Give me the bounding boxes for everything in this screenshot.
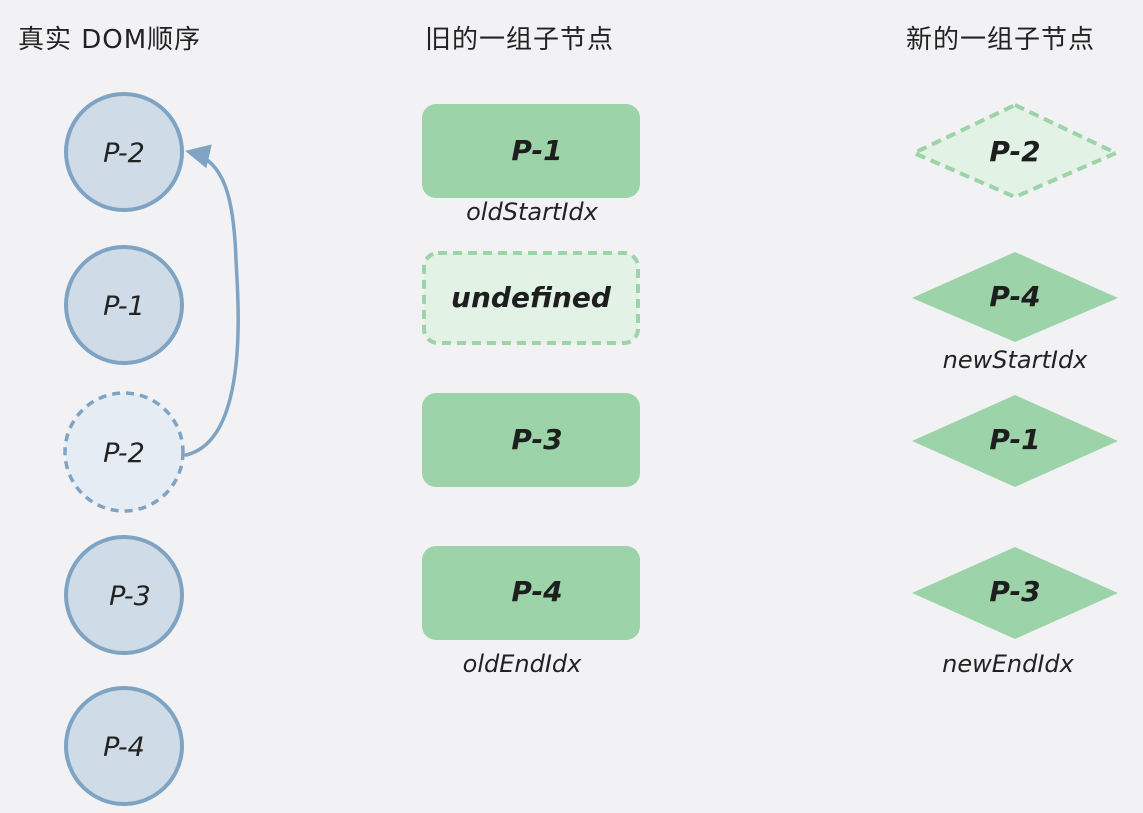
new-node-label: P-2: [989, 135, 1040, 168]
header-new-children: 新的一组子节点: [906, 25, 1095, 55]
real-dom-node-label: P-2: [103, 138, 145, 169]
old-node-label: P-3: [511, 423, 562, 456]
real-dom-node: P-1: [64, 245, 184, 365]
new-node-processed: P-2: [909, 102, 1121, 200]
new-node-label: P-1: [989, 423, 1040, 456]
new-start-idx-label: newStartIdx: [943, 346, 1089, 374]
old-node-empty: undefined: [422, 251, 640, 345]
real-dom-node-ghost: P-2: [63, 391, 185, 513]
old-node-label: undefined: [451, 281, 612, 314]
new-end-idx-label: newEndIdx: [942, 650, 1075, 678]
old-end-idx-label: oldEndIdx: [463, 650, 583, 678]
real-dom-node: P-3: [64, 535, 184, 655]
real-dom-node-label: P-3: [109, 581, 151, 612]
real-dom-node: P-2: [64, 92, 184, 212]
new-node: P-1: [912, 395, 1118, 487]
move-arrow: [184, 144, 240, 457]
old-start-idx-label: oldStartIdx: [466, 198, 599, 226]
header-real-dom: 真实 DOM顺序: [18, 25, 201, 55]
new-node: P-3: [912, 547, 1118, 639]
real-dom-node: P-4: [64, 686, 184, 806]
new-node-label: P-4: [989, 280, 1040, 313]
old-node-label: P-1: [511, 134, 562, 167]
real-dom-node-label: P-4: [103, 732, 145, 763]
real-dom-node-label: P-2: [103, 438, 145, 469]
old-node: P-1: [422, 104, 640, 198]
header-old-children: 旧的一组子节点: [425, 25, 614, 55]
new-node-label: P-3: [989, 575, 1040, 608]
old-node: P-4: [422, 546, 640, 640]
real-dom-node-label: P-1: [103, 291, 145, 322]
old-node-label: P-4: [511, 575, 562, 608]
old-node: P-3: [422, 393, 640, 487]
new-node: P-4: [912, 252, 1118, 342]
